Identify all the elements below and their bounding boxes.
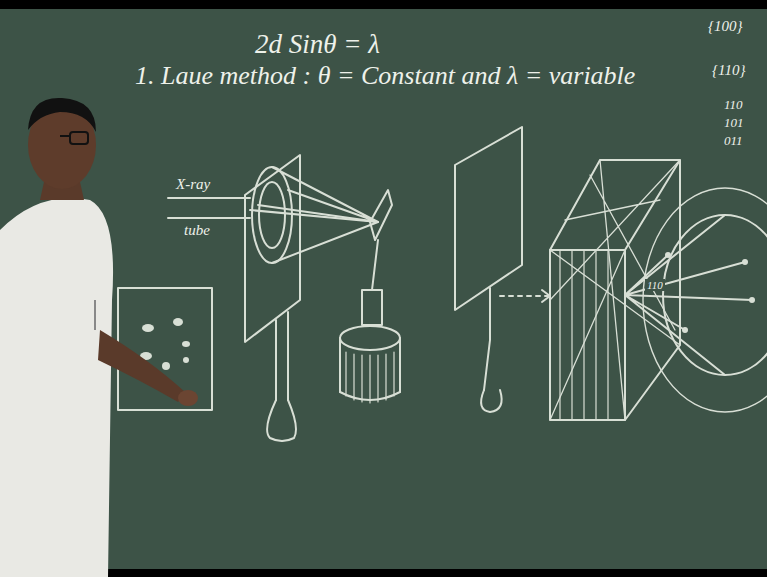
tube-outline xyxy=(168,217,250,219)
equation-text: 2d Sinθ = λ xyxy=(255,30,380,60)
stand-foot xyxy=(267,400,296,441)
tube-label: X-ray xyxy=(176,176,210,193)
heading-note: 1. Laue method : θ = Constant and λ = va… xyxy=(135,62,635,91)
stand-foot xyxy=(481,390,502,412)
arrow-head xyxy=(542,290,550,302)
film-plate xyxy=(245,155,300,342)
board-ground xyxy=(0,9,767,569)
tube-label: tube xyxy=(184,222,210,239)
hatching xyxy=(346,352,394,403)
lattice-planes xyxy=(550,160,680,420)
plane-index: 011 xyxy=(724,134,743,148)
reflection-ring xyxy=(252,167,292,263)
reflection-ring xyxy=(663,215,767,375)
stand-pillar xyxy=(484,288,490,390)
plane-family: {110} xyxy=(712,62,745,79)
crystal-holder xyxy=(372,240,378,290)
plane-family: {100} xyxy=(708,18,743,35)
plane-index: 110 xyxy=(724,98,743,112)
crystal xyxy=(370,190,392,240)
diffraction-cone xyxy=(625,215,752,375)
plane-index: 110 xyxy=(645,279,665,291)
stand-pillar xyxy=(276,312,288,400)
holder-post xyxy=(362,290,382,325)
plane-index: 101 xyxy=(724,116,744,130)
film-plate xyxy=(455,127,522,310)
diffraction-cone xyxy=(258,167,378,263)
reflection-ring xyxy=(259,182,285,248)
goniometer-head xyxy=(340,326,400,350)
beam-line xyxy=(500,295,548,297)
tube-outline xyxy=(168,197,250,199)
crystal-block xyxy=(550,160,680,420)
lecturer xyxy=(0,98,198,577)
